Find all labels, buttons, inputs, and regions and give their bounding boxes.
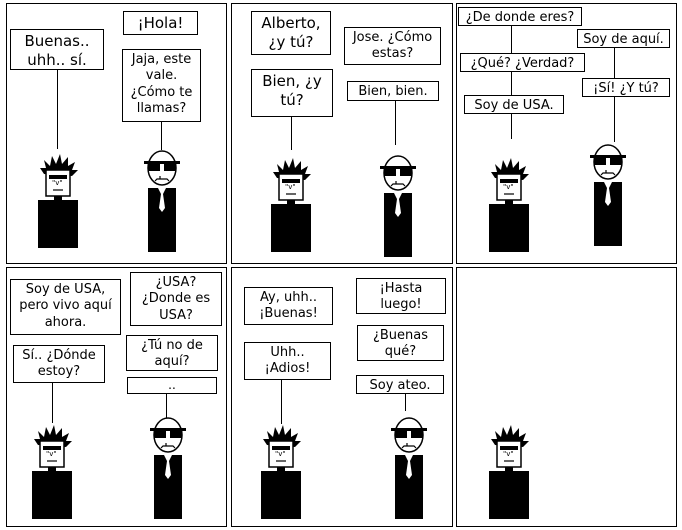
svg-text:"v": "v" xyxy=(46,450,57,458)
speech-bubble: ¿De donde eres? xyxy=(458,7,582,26)
speech-bubble: ¡Hola! xyxy=(123,11,198,35)
sunglasses-character xyxy=(391,417,427,519)
speech-bubble: .. xyxy=(127,377,217,394)
svg-text:"v": "v" xyxy=(275,450,286,458)
spiky-hair-character: "v" xyxy=(261,425,301,519)
spiky-hair-character: "v" xyxy=(271,158,311,252)
speech-bubble: Buenas.. uhh.. sí. xyxy=(10,29,104,70)
spiky-hair-character: "v" xyxy=(489,158,529,252)
speech-bubble: ¿USA? ¿Donde es USA? xyxy=(130,272,222,326)
speech-bubble: ¿Buenas qué? xyxy=(357,325,444,361)
svg-text:"v": "v" xyxy=(503,450,514,458)
speech-bubble: Sí.. ¿Dónde estoy? xyxy=(13,345,105,383)
spiky-hair-character: "v" xyxy=(38,154,78,248)
speech-bubble: Alberto, ¿y tú? xyxy=(251,11,331,55)
speech-bubble: Soy de aquí. xyxy=(577,29,670,48)
svg-text:"v": "v" xyxy=(52,179,63,187)
sunglasses-character xyxy=(150,417,186,519)
spiky-hair-character: "v" xyxy=(489,425,529,519)
speech-bubble: ¿Tú no de aquí? xyxy=(126,335,218,371)
speech-bubble: ¡Hasta luego! xyxy=(356,278,446,314)
speech-bubble: Soy de USA, pero vivo aquí ahora. xyxy=(10,279,121,335)
speech-bubble: Uhh.. ¡Adios! xyxy=(244,342,331,380)
svg-text:"v": "v" xyxy=(285,183,296,191)
speech-bubble: Jaja, este vale. ¿Cómo te llamas? xyxy=(122,49,201,122)
speech-bubble: Soy de USA. xyxy=(464,95,564,114)
sunglasses-character xyxy=(380,155,416,257)
svg-text:"v": "v" xyxy=(503,183,514,191)
speech-bubble: Ay, uhh.. ¡Buenas! xyxy=(244,287,333,325)
sunglasses-character xyxy=(590,144,626,246)
sunglasses-character xyxy=(144,150,180,252)
speech-bubble: Soy ateo. xyxy=(356,375,444,394)
speech-bubble: ¡Sí! ¿Y tú? xyxy=(582,78,670,97)
speech-bubble: ¿Qué? ¿Verdad? xyxy=(460,53,585,72)
spiky-hair-character: "v" xyxy=(32,425,72,519)
speech-bubble: Bien, bien. xyxy=(347,81,439,101)
speech-bubble: Jose. ¿Cómo estas? xyxy=(344,27,441,65)
speech-bubble: Bien, ¿y tú? xyxy=(251,69,333,117)
